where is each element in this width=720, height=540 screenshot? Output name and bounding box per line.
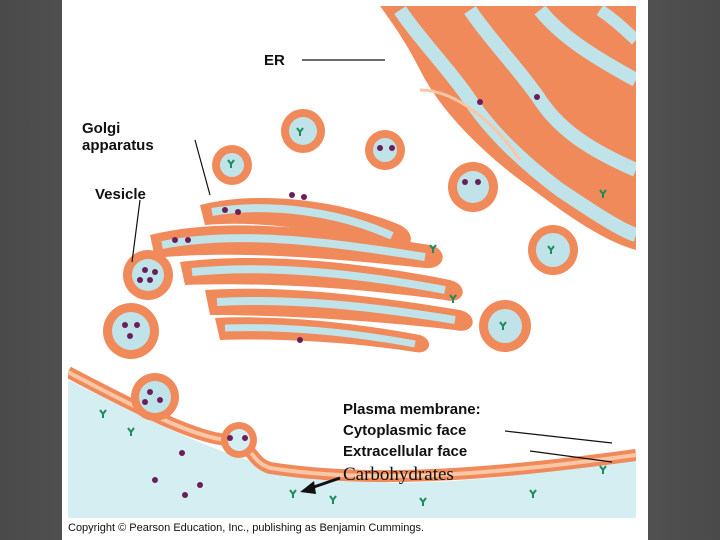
er-label: ER xyxy=(264,52,285,69)
copyright-text: Copyright © Pearson Education, Inc., pub… xyxy=(68,522,425,534)
er-stack xyxy=(380,6,636,250)
carbohydrate-marks xyxy=(99,127,607,506)
protein-dots xyxy=(122,94,540,498)
golgi-stack xyxy=(150,197,473,353)
extracellular-space xyxy=(68,380,636,518)
carbohydrates-label: Carbohydrates xyxy=(343,464,454,485)
plasma-membrane-label: Plasma membrane: xyxy=(343,401,481,418)
carbohydrates-arrow xyxy=(300,476,341,494)
golgi-label: Golgi apparatus xyxy=(82,120,154,154)
cytoplasmic-face-label: Cytoplasmic face xyxy=(343,422,467,439)
leader-lines xyxy=(131,59,613,463)
extracellular-face-label: Extracellular face xyxy=(343,443,468,460)
vesicle-label: Vesicle xyxy=(95,186,146,203)
